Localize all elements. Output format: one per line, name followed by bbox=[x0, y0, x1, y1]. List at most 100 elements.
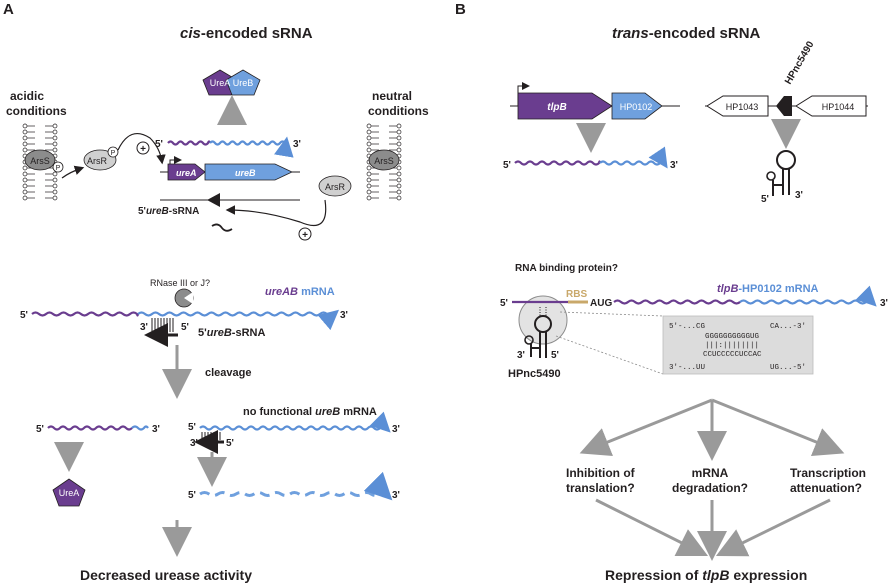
ureab-transcript-3: 3' bbox=[293, 139, 301, 150]
tlpb-transcript-blue bbox=[599, 146, 668, 169]
hpnc5490-bound-structure bbox=[524, 307, 552, 358]
panel-a-letter: A bbox=[3, 1, 14, 18]
gene-urea bbox=[167, 163, 206, 181]
gene-hp0102 bbox=[611, 92, 663, 120]
acidic-conditions-line1: acidic bbox=[10, 89, 44, 103]
gene-ureb bbox=[204, 163, 293, 181]
tlpb-transcript-purple bbox=[514, 160, 602, 166]
no-functional-label: no functional ureB mRNA bbox=[243, 406, 377, 418]
rnase-icon-notch bbox=[184, 292, 193, 304]
ureab-transcript-purple bbox=[167, 140, 212, 146]
plus-sign-1 bbox=[136, 141, 150, 155]
tlpb-transcript-5: 5' bbox=[503, 160, 511, 171]
gene-hp1043 bbox=[706, 95, 769, 117]
zoom-line-top bbox=[559, 311, 664, 317]
arss-right-label: ArsS bbox=[374, 156, 394, 166]
mrna-3-prime: 3' bbox=[340, 310, 348, 321]
ureab-mrna-purple bbox=[31, 311, 140, 317]
plus-sign-1-text: + bbox=[140, 144, 146, 155]
seq-mrna: GGGGGGGGGGUG bbox=[705, 333, 760, 341]
hpnc5490-structure bbox=[766, 150, 796, 196]
urea-fragment bbox=[47, 425, 133, 431]
gene-urea-label: ureA bbox=[176, 168, 197, 178]
cleavage-label: cleavage bbox=[205, 367, 251, 379]
seq-top-left: 5'-...CG bbox=[669, 323, 706, 331]
gene-hp1043-label: HP1043 bbox=[726, 102, 759, 112]
plus-sign-2-text: + bbox=[302, 230, 308, 241]
outcome-attenuation-line2: attenuation? bbox=[790, 481, 862, 495]
seq-top-right: CA...-3' bbox=[770, 323, 806, 331]
degraded-ureb-mrna bbox=[199, 471, 393, 501]
urea-protein-product-label: UreA bbox=[59, 488, 80, 498]
srna-label: 5'ureB-sRNA bbox=[138, 206, 199, 217]
arsr-to-srna-arrow bbox=[225, 199, 327, 227]
panel-b-letter: B bbox=[455, 1, 466, 18]
panel-a-title: cis-encoded sRNA bbox=[180, 25, 313, 42]
mrna-5-prime: 5' bbox=[20, 310, 28, 321]
degraded-3: 3' bbox=[392, 490, 400, 501]
seq-srna: CCUCCCCCUCCAC bbox=[703, 351, 762, 359]
panel-b-title: trans-encoded sRNA bbox=[612, 25, 761, 42]
tlpb-mrna-label: tlpB-HP0102 mRNA bbox=[717, 283, 819, 295]
outcome-inhibition-line2: translation? bbox=[566, 481, 635, 495]
gene-tlpb-label: tlpB bbox=[547, 102, 566, 113]
arsr-activation-arrow bbox=[117, 132, 166, 165]
degraded-5: 5' bbox=[188, 490, 196, 501]
gene-hp0102-label: HP0102 bbox=[620, 102, 653, 112]
hpnc5490-bound-label: HPnc5490 bbox=[508, 368, 561, 380]
phospho-arsr-label: P bbox=[111, 150, 116, 157]
product2-5: 5' bbox=[188, 422, 196, 433]
gene-hp1044 bbox=[795, 95, 867, 117]
ureab-transcript-blue bbox=[209, 136, 294, 158]
repression-arrow-right bbox=[715, 498, 831, 557]
ureab-mrna-label: ureAB mRNA bbox=[265, 286, 335, 298]
tlpb-mrna-purple bbox=[613, 299, 741, 305]
arss-right bbox=[368, 149, 400, 171]
seq-bottom-left: 3'-...UU bbox=[669, 364, 705, 372]
sequence-box bbox=[662, 315, 814, 375]
srna-label-2: 5'ureB-sRNA bbox=[198, 327, 265, 339]
product1-5: 5' bbox=[36, 424, 44, 435]
decreased-urease-label: Decreased urease activity bbox=[80, 567, 252, 583]
ureab-mrna-blue bbox=[137, 309, 340, 331]
tlpb-transcript-3: 3' bbox=[670, 160, 678, 171]
product2-srna-3: 3' bbox=[190, 438, 198, 449]
outcome-arrow-left bbox=[579, 398, 713, 457]
arsr-p bbox=[83, 149, 117, 171]
product2-3: 3' bbox=[392, 424, 400, 435]
srna-5-prime: 5' bbox=[181, 322, 189, 333]
srna-squiggle bbox=[211, 223, 233, 232]
urea-protein-label: UreA bbox=[210, 78, 231, 88]
arss-left-label: ArsS bbox=[30, 156, 50, 166]
left-membrane bbox=[22, 123, 58, 201]
seq-pairing: |||:|||||||| bbox=[705, 342, 759, 350]
rbp-label: RNA binding protein? bbox=[515, 263, 618, 274]
outcome-inhibition-line1: Inhibition of bbox=[566, 466, 636, 480]
product2-srna-5: 5' bbox=[226, 438, 234, 449]
outcome-degradation-line2: degradation? bbox=[672, 481, 748, 495]
mrna-b-5: 5' bbox=[500, 298, 508, 309]
urea-ureb-proteins: UreA UreB bbox=[202, 69, 261, 96]
gene-hpnc5490 bbox=[776, 96, 792, 116]
seq-bottom-right: UG...-5' bbox=[770, 364, 806, 372]
bound-3: 3' bbox=[517, 350, 525, 361]
plus-sign-2 bbox=[298, 227, 312, 241]
rnase-label: RNase III or J? bbox=[150, 278, 210, 288]
outcome-degradation-line1: mRNA bbox=[692, 466, 729, 480]
neutral-conditions-line2: conditions bbox=[368, 104, 429, 118]
tlpb-mrna-blue bbox=[739, 285, 877, 307]
urea-fragment-tail bbox=[131, 425, 149, 431]
product1-3: 3' bbox=[152, 424, 160, 435]
phospho-arsr bbox=[107, 146, 119, 158]
srna-duplex-2 bbox=[201, 432, 221, 440]
rna-binding-protein bbox=[518, 295, 568, 345]
hpnc5490-label: HPnc5490 bbox=[783, 39, 817, 86]
ureab-transcript-5: 5' bbox=[155, 139, 163, 150]
srna-duplex bbox=[151, 318, 174, 332]
phospho-arss-label: P bbox=[56, 165, 61, 172]
urea-protein-product bbox=[52, 478, 86, 507]
ureb-protein-label: UreB bbox=[233, 78, 254, 88]
gene-ureb-label: ureB bbox=[235, 168, 256, 178]
neutral-conditions-line1: neutral bbox=[372, 89, 412, 103]
